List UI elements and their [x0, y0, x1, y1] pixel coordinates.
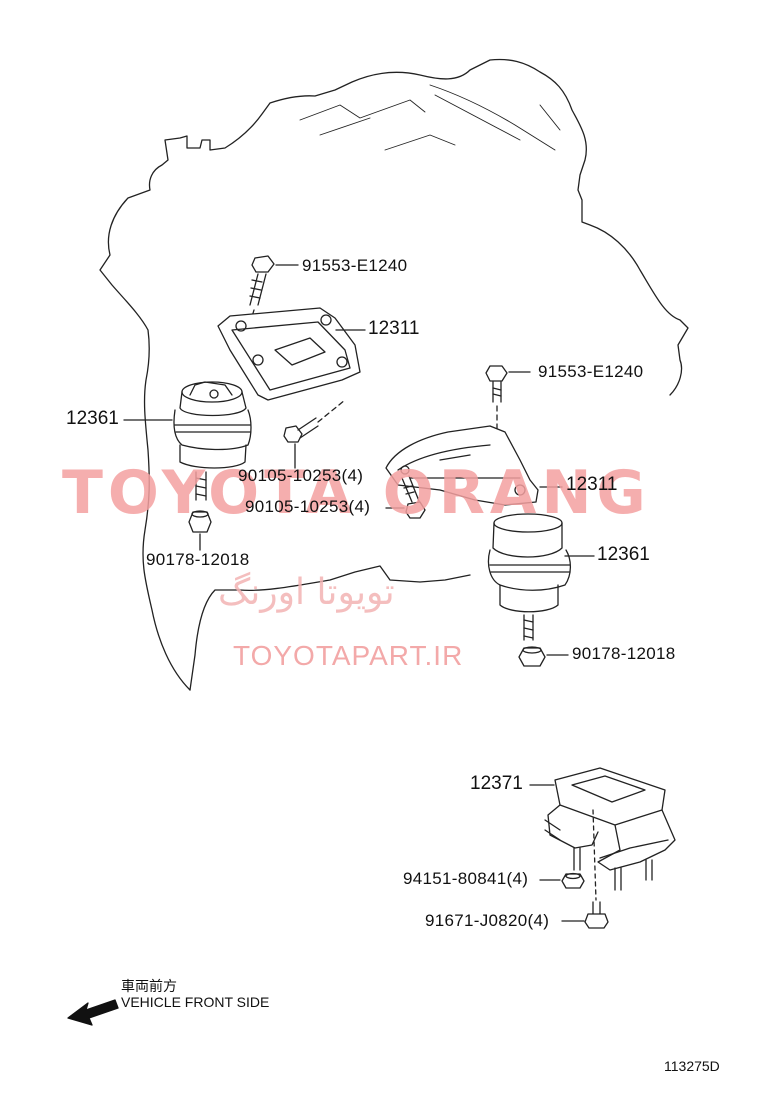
label-bracket-left: 12311	[368, 318, 420, 339]
engine-outline-inner	[299, 99, 456, 151]
label-bolt-top-left: 91553-E1240	[302, 256, 408, 275]
engine-outline	[99, 58, 689, 691]
bolt-mid-right-shape	[385, 475, 426, 519]
rear-nut-shape	[539, 872, 585, 889]
watermark-persian: تویوتا اورنگ	[218, 572, 395, 613]
label-rear-bolt: 91671-J0820(4)	[425, 911, 550, 930]
label-rear-mount: 12371	[470, 773, 523, 794]
insulator-right-shape	[487, 513, 595, 641]
label-rear-nut: 94151-80841(4)	[403, 869, 529, 888]
nut-left-shape	[188, 510, 212, 551]
bracket-right-shape	[385, 425, 563, 506]
label-bolt-top-right: 91553-E1240	[538, 362, 644, 381]
insulator-left-shape	[123, 381, 252, 501]
nut-right-shape	[518, 646, 569, 667]
label-bolt-mid-left: 90105-10253(4)	[238, 466, 364, 485]
label-bolt-mid-right: 90105-10253(4)	[245, 497, 371, 516]
label-bracket-right: 12311	[566, 474, 618, 495]
engine-outline-lower	[189, 565, 471, 691]
watermark-url: TOYOTAPART.IR	[233, 640, 464, 671]
bolt-top-left-shape	[241, 255, 299, 351]
rear-bolt-shape	[561, 901, 609, 929]
label-insulator-right: 12361	[597, 544, 650, 565]
label-insulator-left: 12361	[66, 408, 119, 429]
figure-code: 113275D	[664, 1058, 720, 1074]
label-nut-left: 90178-12018	[146, 550, 250, 569]
watermark-main: TOYOTA ORANG	[62, 458, 651, 528]
bracket-left-shape	[217, 307, 366, 401]
label-nut-right: 90178-12018	[572, 644, 676, 663]
engine-top-ridge	[429, 84, 561, 151]
vehicle-front-arrow	[67, 999, 119, 1026]
bolt-mid-left-shape	[283, 399, 346, 469]
direction-label-japanese: 車両前方	[121, 978, 177, 994]
rear-mount-shape	[529, 767, 676, 901]
direction-label-english: VEHICLE FRONT SIDE	[121, 994, 270, 1010]
bolt-top-right-shape	[485, 365, 531, 471]
